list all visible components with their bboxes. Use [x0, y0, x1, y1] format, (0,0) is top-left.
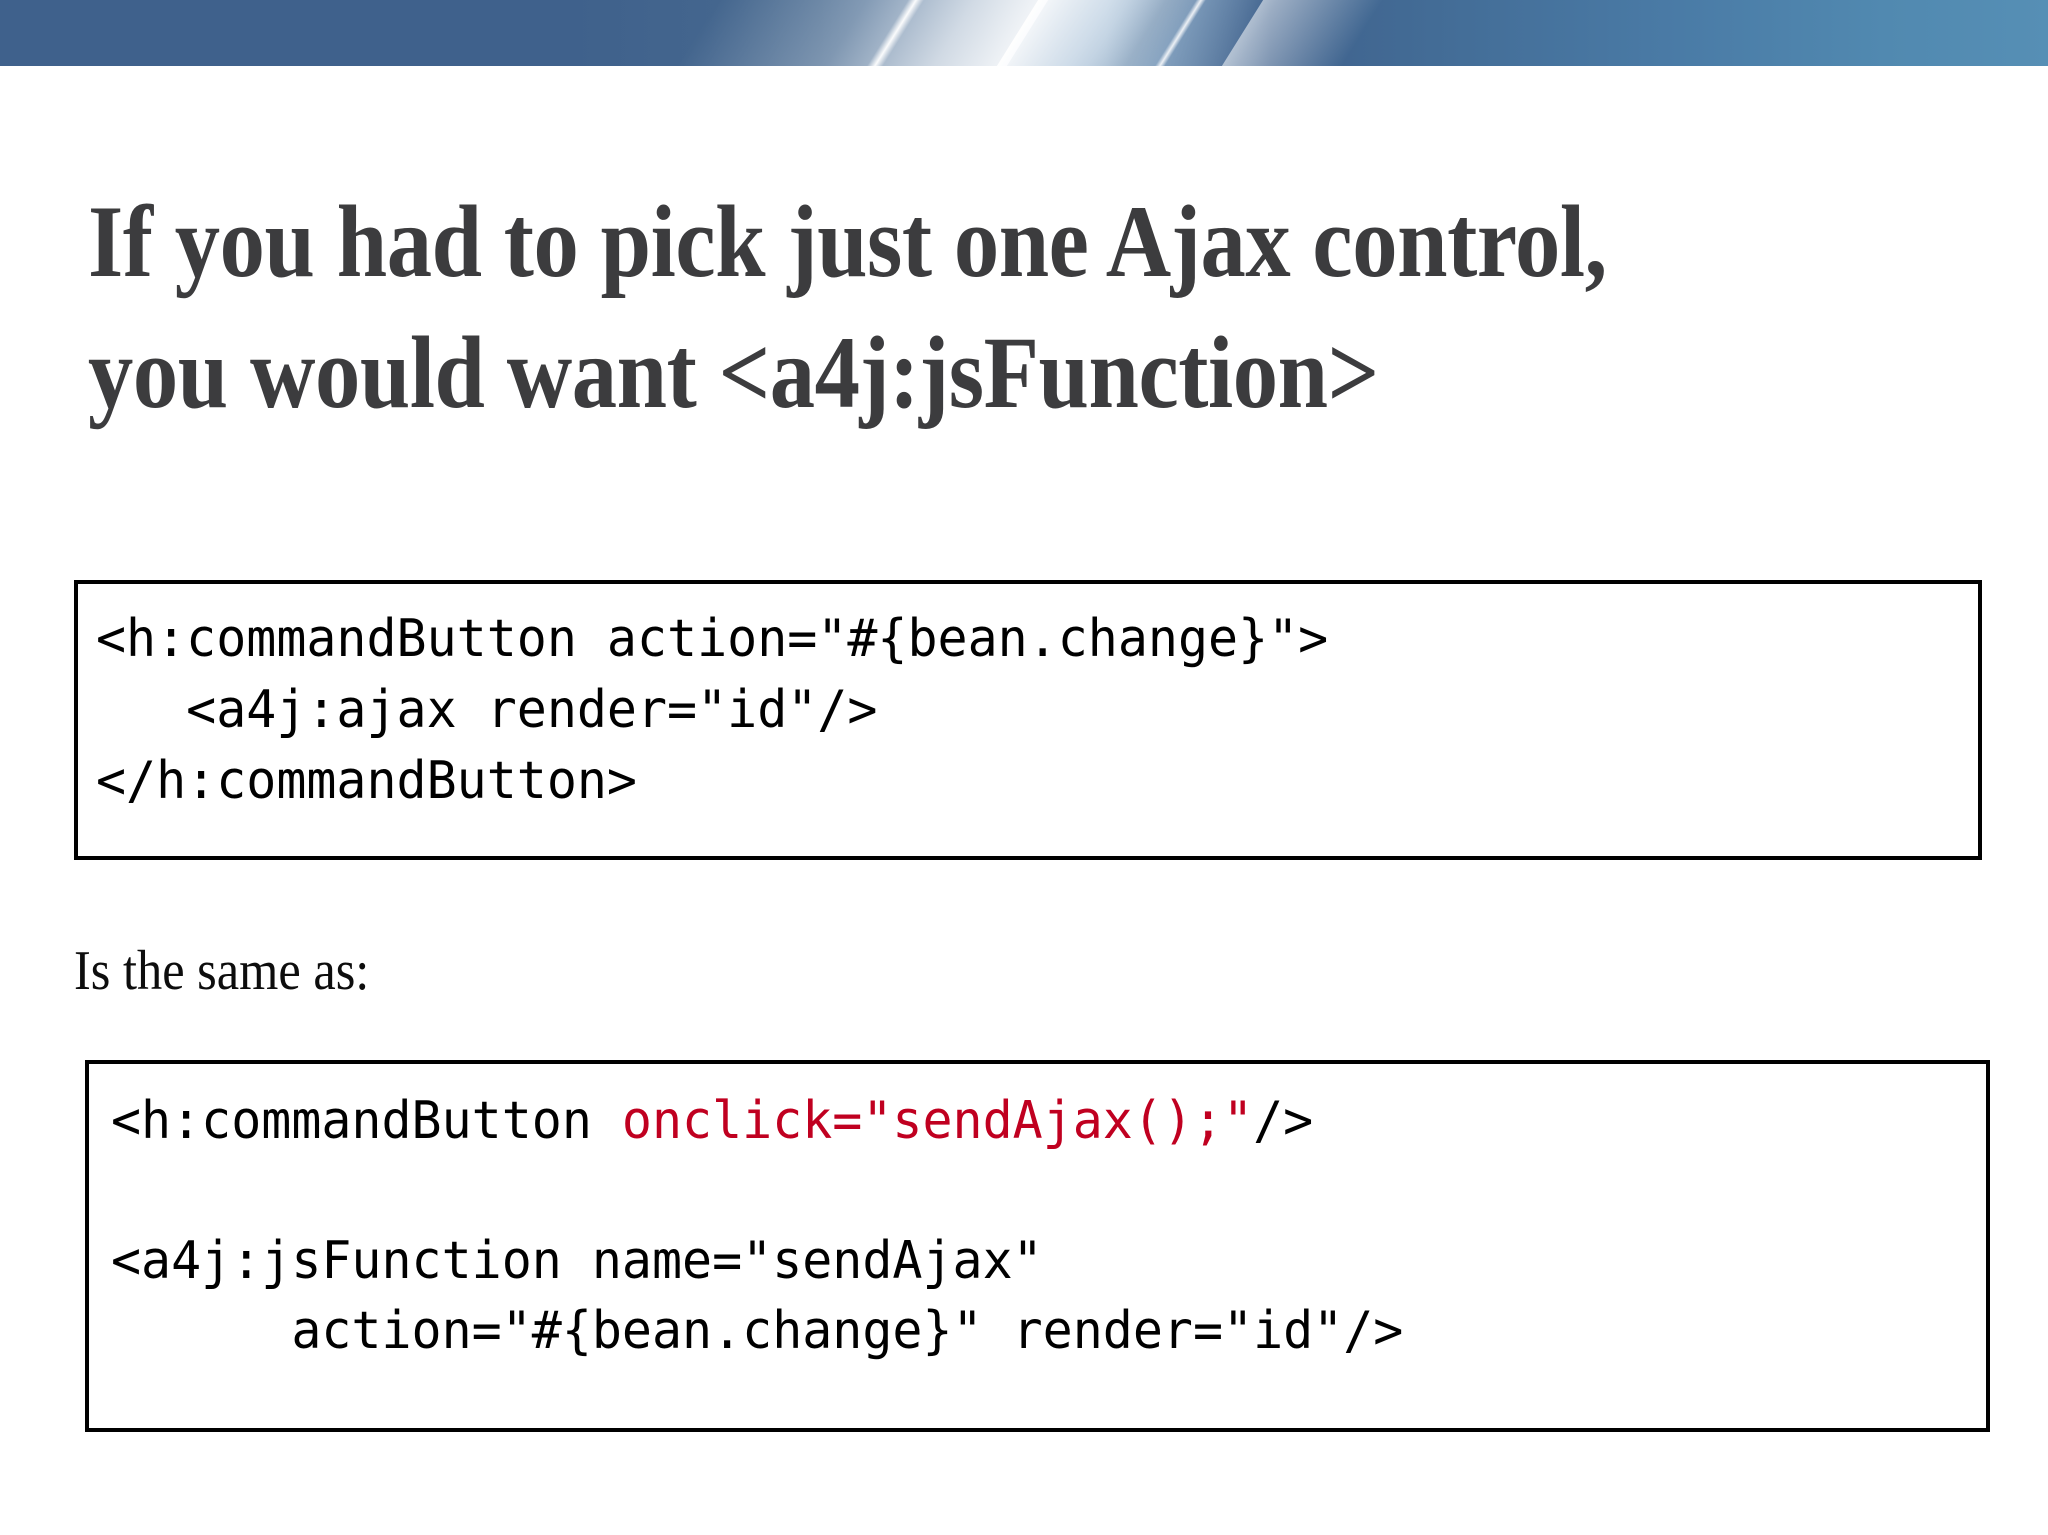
slide-top-banner	[0, 0, 2048, 66]
code-block-2-text: <h:commandButton onclick="sendAjax();"/>…	[111, 1086, 1403, 1366]
code-line-4: action="#{bean.change}" render="id"/>	[111, 1301, 1404, 1361]
code-block-1: <h:commandButton action="#{bean.change}"…	[74, 580, 1982, 860]
code-line-1-suffix: />	[1253, 1091, 1314, 1151]
code-line-1-onclick-attribute: onclick="sendAjax();"	[621, 1091, 1254, 1151]
code-line-2: <a4j:ajax render="id"/>	[96, 680, 878, 740]
banner-gradient-base	[0, 0, 2048, 66]
code-line-3: <a4j:jsFunction name="sendAjax"	[111, 1231, 1043, 1291]
caption-is-the-same-as: Is the same as:	[74, 940, 370, 1002]
code-block-2: <h:commandButton onclick="sendAjax();"/>…	[85, 1060, 1990, 1432]
code-line-1: <h:commandButton action="#{bean.change}"…	[96, 609, 1329, 669]
code-line-1-prefix: <h:commandButton	[111, 1091, 622, 1151]
code-block-1-text: <h:commandButton action="#{bean.change}"…	[96, 604, 1328, 817]
code-line-3: </h:commandButton>	[96, 751, 637, 811]
slide-title: If you had to pick just one Ajax control…	[88, 185, 1607, 430]
